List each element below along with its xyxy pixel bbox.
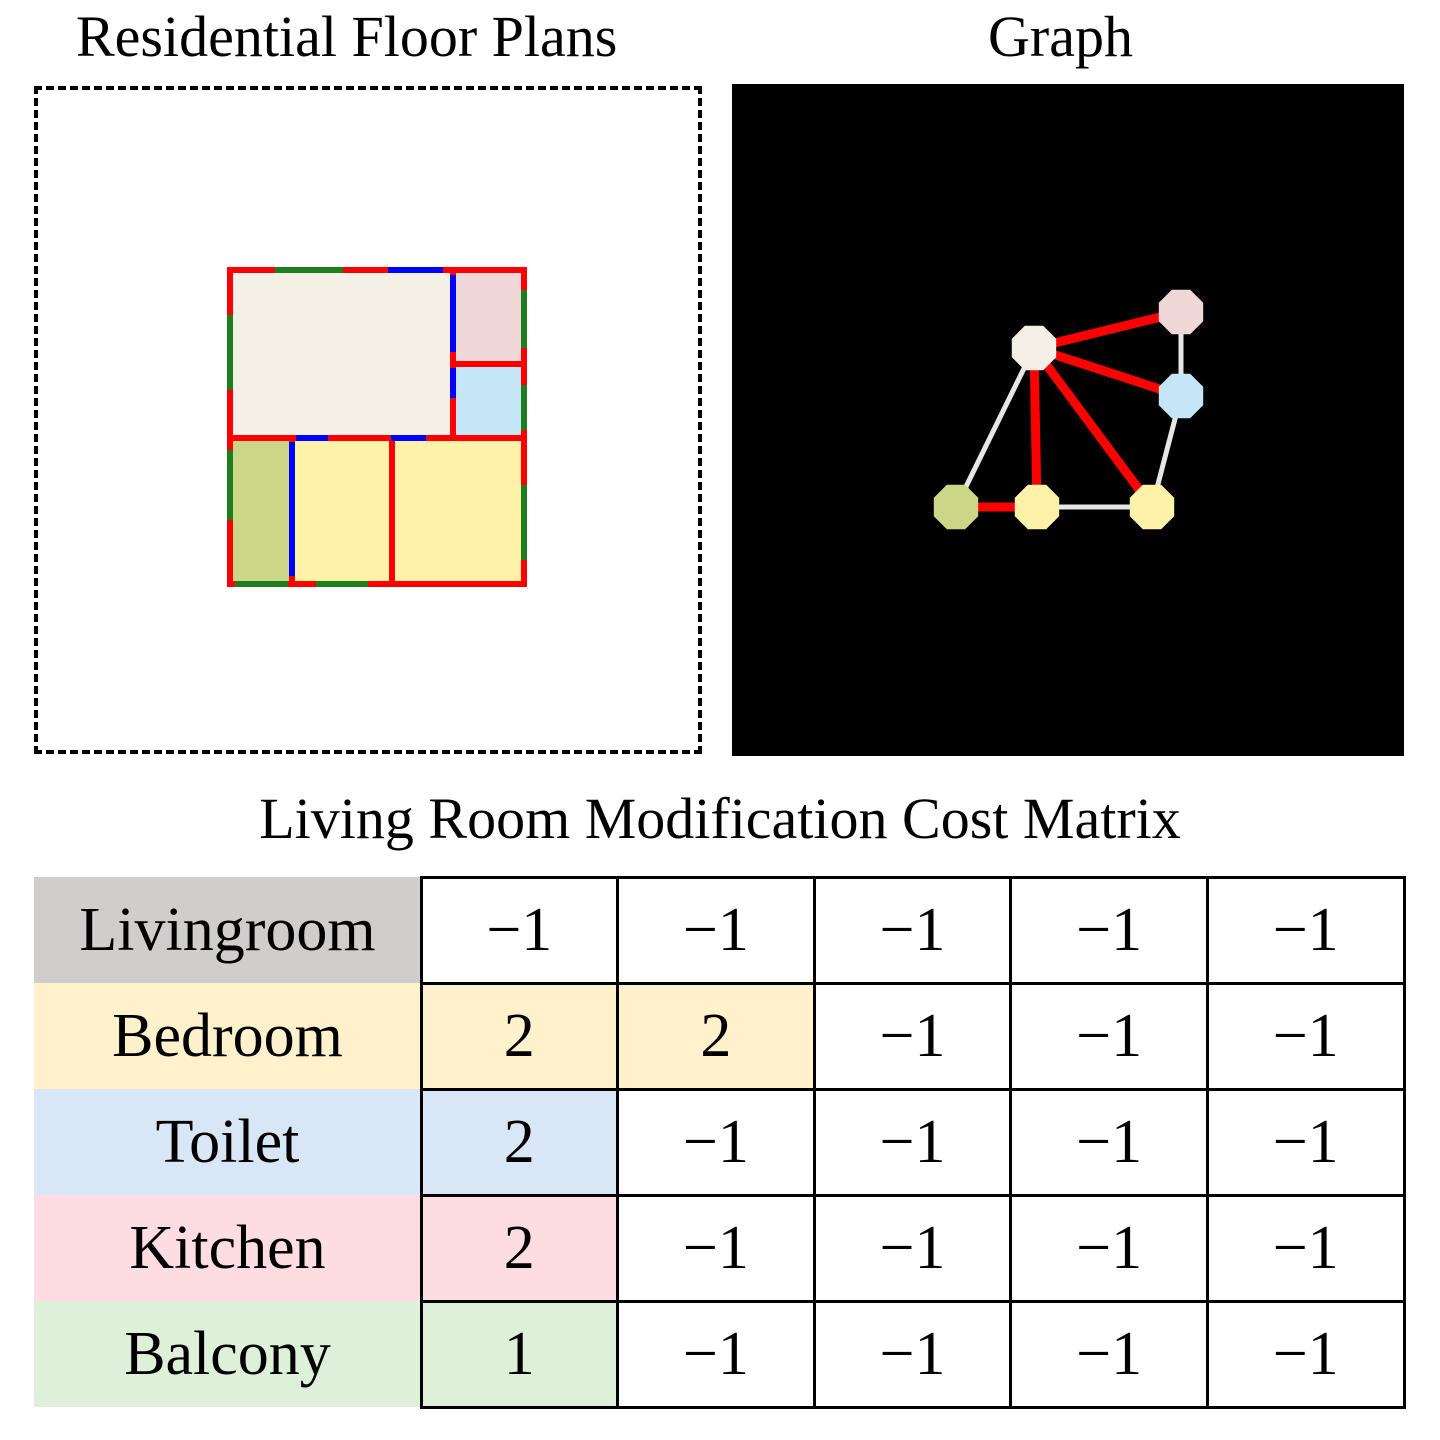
graph-node-bedroom-2 <box>1129 484 1175 530</box>
floor-plan-panel <box>34 86 702 754</box>
matrix-row-label: Livingroom <box>34 877 421 983</box>
floor-room-livingroom <box>230 270 453 438</box>
matrix-cell: 2 <box>421 1195 618 1301</box>
matrix-cell: 2 <box>421 983 618 1089</box>
graph-node-toilet <box>1158 373 1204 419</box>
matrix-cell: −1 <box>1076 1213 1143 1282</box>
matrix-title: Living Room Modification Cost Matrix <box>259 786 1181 851</box>
graph-node-livingroom <box>1011 325 1057 371</box>
matrix-column-line <box>1009 875 1013 1409</box>
matrix-cell: −1 <box>879 895 946 964</box>
matrix-cell: −1 <box>1272 1319 1339 1388</box>
matrix-cell: −1 <box>1272 1107 1339 1176</box>
floor-room-balcony <box>230 438 292 584</box>
graph-node-kitchen <box>1158 289 1204 335</box>
floor-room-toilet <box>453 364 524 438</box>
matrix-row-line <box>421 981 1404 985</box>
matrix-cell: −1 <box>682 1319 749 1388</box>
matrix-cell: −1 <box>1076 1107 1143 1176</box>
matrix-row-label: Bedroom <box>34 983 421 1089</box>
floor-plan-drawing <box>227 267 527 587</box>
matrix-cell: −1 <box>682 1213 749 1282</box>
matrix-cell: 1 <box>421 1301 618 1407</box>
matrix-column-line <box>812 875 816 1409</box>
matrix-cell: −1 <box>1272 895 1339 964</box>
matrix-column-line <box>419 875 423 1409</box>
graph-node-balcony <box>933 484 979 530</box>
matrix-row-label: Kitchen <box>34 1195 421 1301</box>
matrix-column-line <box>1402 875 1406 1409</box>
matrix-row-label: Toilet <box>34 1089 421 1195</box>
matrix-row-label: Balcony <box>34 1301 421 1407</box>
matrix-column-line <box>1205 875 1209 1409</box>
room-graph-drawing <box>933 289 1204 530</box>
matrix-cell: −1 <box>682 1107 749 1176</box>
graph-title: Graph <box>988 4 1133 69</box>
matrix-cell: −1 <box>1272 1213 1339 1282</box>
graph-edge-livingroom-bedroom-2 <box>1030 345 1156 510</box>
graph-edge-livingroom-kitchen <box>1032 307 1183 353</box>
graph-edge-livingroom-toilet <box>1032 343 1183 401</box>
matrix-cell: −1 <box>879 1213 946 1282</box>
matrix-cell: 2 <box>421 1089 618 1195</box>
matrix-cell: −1 <box>879 1319 946 1388</box>
matrix-column-line <box>616 875 620 1409</box>
matrix-row-line <box>421 1299 1404 1303</box>
graph-edge-livingroom-bedroom-1 <box>1029 347 1042 508</box>
floor-room-kitchen <box>453 270 524 364</box>
graph-edge-livingroom-balcony <box>953 346 1037 509</box>
matrix-row-line <box>421 875 1404 879</box>
matrix-cell: −1 <box>682 895 749 964</box>
graph-panel <box>732 84 1404 756</box>
matrix-cell: −1 <box>1076 1001 1143 1070</box>
graph-node-bedroom-1 <box>1014 484 1060 530</box>
matrix-cell: −1 <box>879 1107 946 1176</box>
matrix-row-line <box>421 1087 1404 1091</box>
floor-room-bedroom <box>292 438 392 584</box>
matrix-cell: −1 <box>1076 895 1143 964</box>
matrix-cell: −1 <box>879 1001 946 1070</box>
matrix-cell: −1 <box>1076 1319 1143 1388</box>
matrix-cell: −1 <box>1272 1001 1339 1070</box>
matrix-cell: −1 <box>486 895 553 964</box>
matrix-row-line <box>421 1193 1404 1197</box>
matrix-row-line <box>421 1405 1404 1409</box>
floor-plan-title: Residential Floor Plans <box>76 4 618 69</box>
matrix-cell: 2 <box>617 983 815 1089</box>
floor-room-bedroom <box>392 438 524 584</box>
